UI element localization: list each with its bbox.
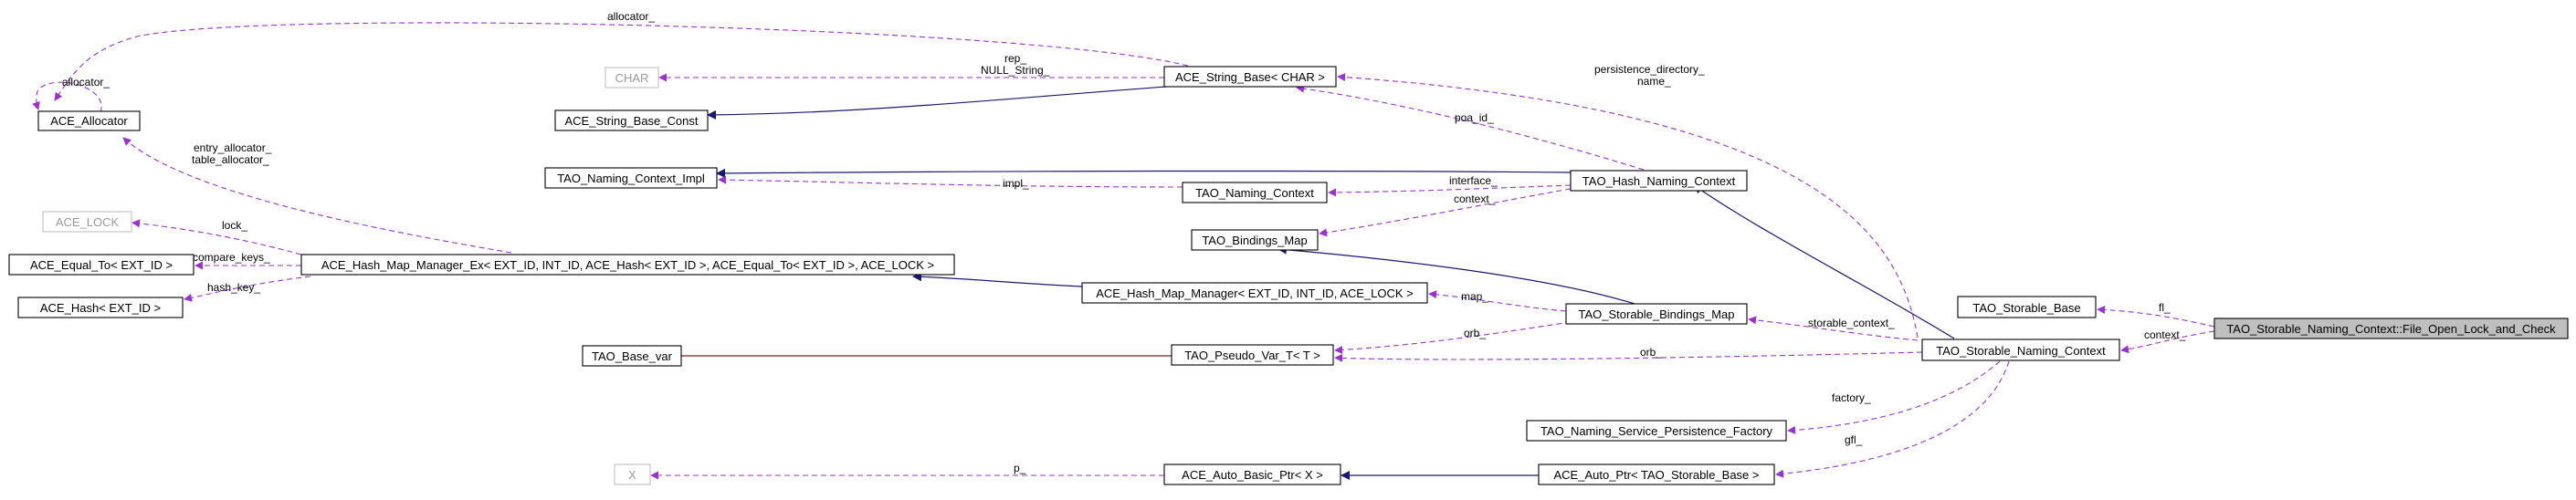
node-ace-string-base[interactable]: ACE_String_Base< CHAR > — [1163, 66, 1337, 88]
label-impl: impl_ — [1003, 177, 1029, 190]
label-storable-context: storable_context_ — [1808, 317, 1895, 329]
node-label: TAO_Base_var — [592, 349, 673, 363]
edge-fl — [2097, 305, 2215, 328]
node-tao-hash-naming-context[interactable]: TAO_Hash_Naming_Context — [1570, 170, 1748, 192]
edge-allocator — [54, 22, 1206, 101]
nodes: ACE_Allocator CHAR ACE_String_Base_Const… — [8, 66, 2569, 485]
label-factory: factory_ — [1832, 391, 1871, 404]
node-ace-hash[interactable]: ACE_Hash< EXT_ID > — [17, 297, 184, 318]
node-label: TAO_Naming_Context_Impl — [557, 172, 705, 185]
edge-orb-upper — [1334, 321, 1572, 354]
edge-entry-allocator — [122, 137, 512, 254]
label-hash-key: hash_key_ — [207, 281, 260, 294]
label-table-allocator: table_allocator_ — [192, 153, 269, 166]
label-name: name_ — [1637, 75, 1671, 88]
node-label: TAO_Naming_Context — [1195, 186, 1314, 200]
edge-lock — [131, 219, 302, 255]
node-ace-equal-to[interactable]: ACE_Equal_To< EXT_ID > — [8, 254, 195, 276]
node-x[interactable]: X — [614, 464, 651, 485]
node-tao-naming-context-impl[interactable]: TAO_Naming_Context_Impl — [544, 167, 718, 189]
node-label: TAO_Hash_Naming_Context — [1582, 174, 1736, 188]
node-char[interactable]: CHAR — [605, 67, 659, 89]
node-label: TAO_Naming_Service_Persistence_Factory — [1540, 424, 1773, 438]
node-focus-file-open-lock-and-check[interactable]: TAO_Storable_Naming_Context::File_Open_L… — [2213, 318, 2569, 339]
label-map: map_ — [1461, 290, 1488, 303]
label-context-hash: context_ — [1454, 193, 1496, 205]
label-rep: rep_ — [1004, 52, 1026, 65]
label-orb-lower: orb_ — [1640, 346, 1662, 359]
label-allocator: allocator_ — [607, 10, 655, 23]
node-ace-string-base-const[interactable]: ACE_String_Base_Const — [554, 109, 709, 131]
label-p: p_ — [1014, 462, 1026, 474]
edge-labels: allocator_ allocator_ rep_ NULL_String_ … — [62, 10, 2186, 474]
edge-context-focus — [2120, 330, 2215, 354]
node-ace-lock[interactable]: ACE_LOCK — [42, 211, 132, 233]
node-tao-storable-base[interactable]: TAO_Storable_Base — [1957, 296, 2097, 318]
label-gfl: gfl_ — [1845, 433, 1863, 446]
edge-impl — [718, 175, 1183, 188]
label-compare-keys: compare_keys_ — [193, 251, 270, 264]
node-label: ACE_Allocator — [50, 114, 128, 128]
node-label: ACE_Auto_Ptr< TAO_Storable_Base > — [1554, 468, 1760, 482]
edge-hash-map-inherit — [912, 272, 1083, 287]
label-lock: lock_ — [222, 219, 247, 232]
node-ace-auto-basic-ptr[interactable]: ACE_Auto_Basic_Ptr< X > — [1163, 464, 1341, 485]
edge-persistence — [1337, 73, 1919, 339]
label-allocator-self: allocator_ — [62, 76, 110, 89]
node-label: ACE_Equal_To< EXT_ID > — [30, 258, 173, 272]
node-ace-allocator[interactable]: ACE_Allocator — [37, 110, 141, 131]
edge-context-hash — [1319, 186, 1581, 237]
label-persistence-directory: persistence_directory_ — [1594, 63, 1705, 76]
node-label: ACE_String_Base< CHAR > — [1175, 70, 1325, 84]
edge-string-base-inherit — [707, 85, 1179, 120]
node-label: TAO_Storable_Bindings_Map — [1578, 307, 1734, 321]
edge-map — [1428, 290, 1567, 312]
node-label: ACE_Hash< EXT_ID > — [40, 301, 161, 315]
node-tao-pseudo-var[interactable]: TAO_Pseudo_Var_T< T > — [1171, 344, 1334, 366]
node-label: TAO_Pseudo_Var_T< T > — [1184, 349, 1320, 362]
edge-factory — [1787, 360, 2001, 434]
node-tao-base-var[interactable]: TAO_Base_var — [582, 345, 682, 367]
edge-storable-naming-inherit — [1693, 184, 1955, 339]
edge-allocator-self — [32, 81, 102, 113]
node-label: TAO_Storable_Naming_Context — [1936, 344, 2106, 358]
node-label: ACE_LOCK — [56, 215, 120, 229]
edge-gfl — [1775, 360, 2010, 478]
node-ace-hash-map-manager[interactable]: ACE_Hash_Map_Manager< EXT_ID, INT_ID, AC… — [1081, 282, 1428, 304]
label-null-string: NULL_String_ — [981, 64, 1050, 77]
node-label: CHAR — [615, 71, 649, 85]
edge-hash-naming-inherit — [716, 168, 1572, 178]
label-context-focus: context_ — [2144, 328, 2186, 341]
label-poa-id: poa_id_ — [1455, 111, 1494, 124]
node-label: TAO_Bindings_Map — [1202, 234, 1307, 247]
node-label: ACE_Hash_Map_Manager< EXT_ID, INT_ID, AC… — [1096, 286, 1414, 300]
node-label: ACE_String_Base_Const — [565, 114, 699, 128]
edge-storable-context — [1748, 316, 1919, 341]
edge-poa-id — [1296, 84, 1645, 171]
node-label: X — [628, 468, 636, 482]
node-label: ACE_Hash_Map_Manager_Ex< EXT_ID, INT_ID,… — [321, 258, 934, 272]
label-orb-upper: orb_ — [1464, 327, 1486, 339]
node-tao-storable-naming-context[interactable]: TAO_Storable_Naming_Context — [1921, 339, 2120, 361]
label-entry-allocator: entry_allocator_ — [194, 141, 272, 154]
node-tao-naming-service-persistence-factory[interactable]: TAO_Naming_Service_Persistence_Factory — [1526, 420, 1787, 442]
edge-interface — [1328, 184, 1572, 197]
node-tao-naming-context[interactable]: TAO_Naming_Context — [1182, 182, 1328, 203]
node-tao-storable-bindings-map[interactable]: TAO_Storable_Bindings_Map — [1565, 303, 1748, 325]
node-tao-bindings-map[interactable]: TAO_Bindings_Map — [1191, 229, 1319, 251]
node-label: TAO_Storable_Base — [1972, 301, 2080, 315]
node-ace-auto-ptr[interactable]: ACE_Auto_Ptr< TAO_Storable_Base > — [1538, 464, 1775, 485]
edge-orb-lower — [1334, 351, 1923, 362]
node-label: TAO_Storable_Naming_Context::File_Open_L… — [2226, 322, 2556, 336]
edges — [32, 22, 2215, 480]
label-interface: interface_ — [1449, 174, 1498, 187]
edge-bindings-inherit — [1277, 245, 1635, 305]
label-fl: fl_ — [2159, 301, 2171, 314]
node-ace-hash-map-manager-ex[interactable]: ACE_Hash_Map_Manager_Ex< EXT_ID, INT_ID,… — [300, 254, 955, 276]
node-label: ACE_Auto_Basic_Ptr< X > — [1182, 468, 1323, 482]
